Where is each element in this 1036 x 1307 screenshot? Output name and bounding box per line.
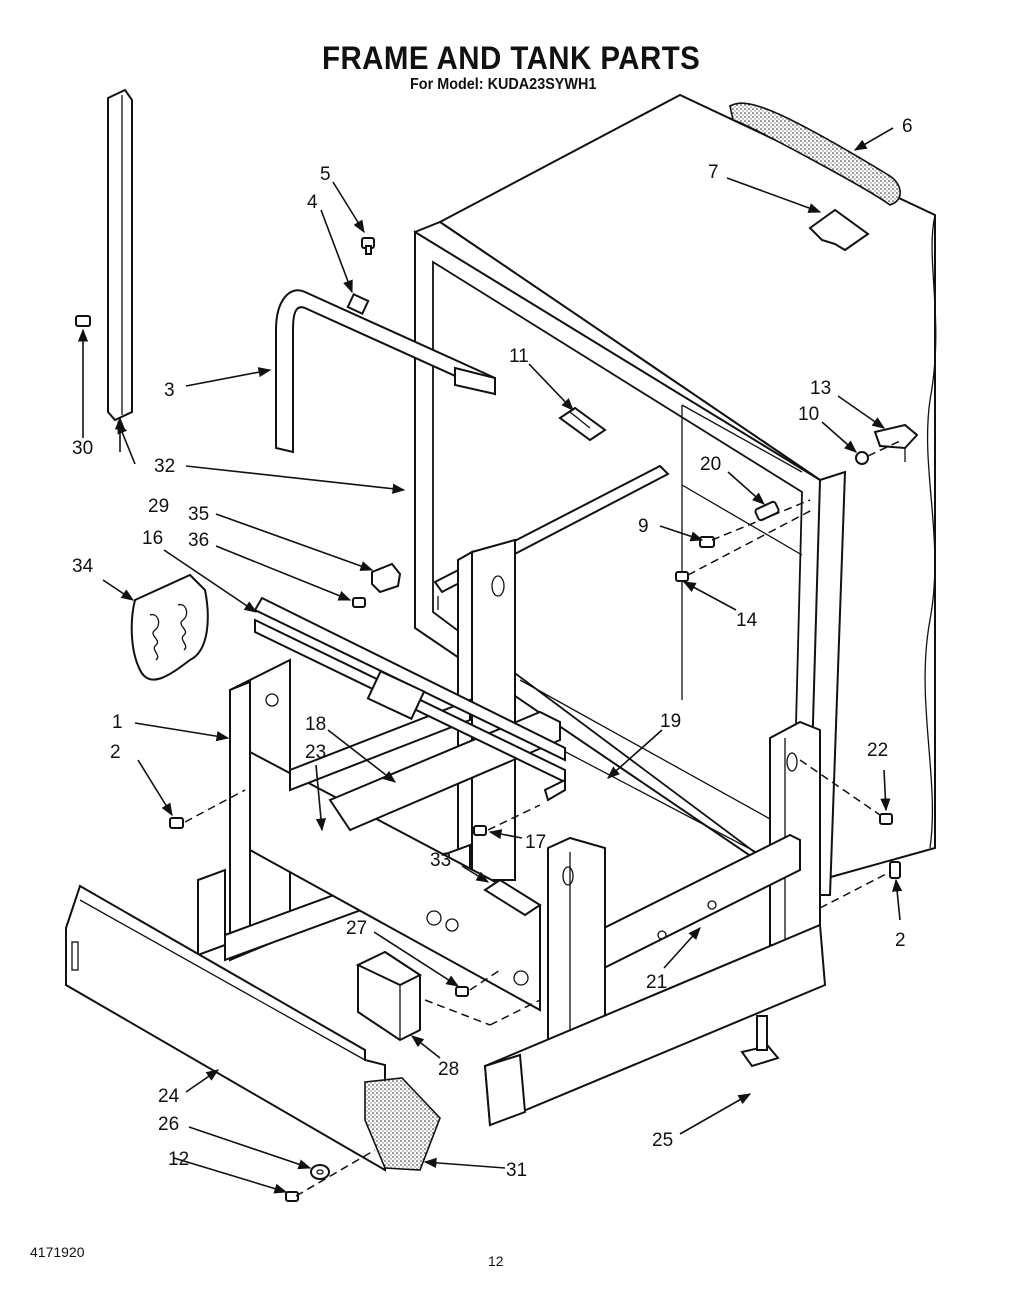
callout-30: 30 — [72, 438, 93, 459]
callout-34: 34 — [72, 556, 94, 577]
callout-31: 31 — [506, 1160, 527, 1181]
part-17-screw — [473, 825, 487, 836]
part-11-clip — [558, 406, 607, 442]
callout-26: 26 — [158, 1114, 179, 1135]
callout-29: 29 — [148, 496, 169, 517]
part-7-clip — [808, 208, 870, 252]
part-13-bracket — [873, 423, 919, 462]
part-29-side-strip — [107, 88, 133, 422]
document-number: 4171920 — [30, 1244, 85, 1260]
callout-21: 21 — [646, 972, 667, 993]
callout-19: 19 — [660, 711, 681, 732]
part-30-screw — [75, 315, 91, 327]
callout-33: 33 — [430, 850, 451, 871]
tank-assembly — [413, 93, 937, 897]
callout-9: 9 — [638, 516, 649, 537]
base-frame — [197, 658, 827, 1127]
rear-right-upright — [769, 720, 821, 946]
callout-labels: 6 7 5 4 3 11 13 10 20 9 14 30 29 32 35 1… — [72, 116, 913, 1181]
callout-12: 12 — [168, 1149, 189, 1170]
part-33-pad — [483, 878, 542, 917]
part-12-screw — [285, 1191, 299, 1202]
page-number: 12 — [488, 1253, 504, 1269]
callout-2-right: 2 — [895, 930, 906, 951]
leader-lines — [77, 127, 903, 1194]
callout-35: 35 — [188, 504, 209, 525]
callout-11: 11 — [509, 346, 529, 367]
part-20-pin — [754, 500, 780, 522]
callout-5: 5 — [320, 164, 331, 185]
part-22-screw — [879, 813, 893, 825]
callout-24: 24 — [158, 1086, 180, 1107]
part-10-nut — [855, 451, 869, 465]
part-16-upper-front-rail — [253, 596, 566, 802]
callout-7: 7 — [708, 162, 719, 183]
page-title: FRAME AND TANK PARTS — [322, 40, 701, 76]
part-28-electrical-box — [355, 950, 423, 1042]
part-2-screw-left — [169, 817, 184, 829]
callout-4: 4 — [307, 192, 318, 213]
part-5-screw — [361, 237, 375, 255]
model-line: For Model: KUDA23SYWH1 — [410, 76, 597, 93]
part-14-screw — [675, 571, 689, 582]
callout-3: 3 — [164, 380, 175, 401]
callout-1: 1 — [112, 712, 123, 733]
part-31-foam-block — [364, 1077, 441, 1171]
callout-17: 17 — [525, 832, 546, 853]
callout-32: 32 — [154, 456, 175, 477]
callout-25: 25 — [652, 1130, 673, 1151]
callout-13: 13 — [810, 378, 831, 399]
part-25-leveling-leg — [740, 1015, 780, 1068]
callout-18: 18 — [305, 714, 326, 735]
callout-14: 14 — [736, 610, 758, 631]
part-6-insulation-strip — [729, 102, 901, 206]
callout-36: 36 — [188, 530, 209, 551]
callout-6: 6 — [902, 116, 913, 137]
callout-16: 16 — [142, 528, 163, 549]
callout-23: 23 — [305, 742, 326, 763]
part-35-switch — [371, 562, 402, 594]
callout-27: 27 — [346, 918, 367, 939]
callout-22: 22 — [867, 740, 888, 761]
part-24-toe-panel — [65, 884, 386, 1172]
callout-28: 28 — [438, 1059, 459, 1080]
callout-10: 10 — [798, 404, 819, 425]
part-36-screw — [352, 597, 366, 608]
part-34-spring-bracket — [130, 573, 209, 681]
part-2-screw-right — [889, 861, 901, 879]
part-3-door-seal-channel — [275, 289, 496, 454]
callout-2-left: 2 — [110, 742, 121, 763]
assembly-lines — [184, 439, 903, 1197]
part-9-screw — [699, 536, 715, 548]
part-26-washer — [310, 1164, 330, 1180]
part-27-screw — [455, 986, 469, 997]
callout-20: 20 — [700, 454, 721, 475]
